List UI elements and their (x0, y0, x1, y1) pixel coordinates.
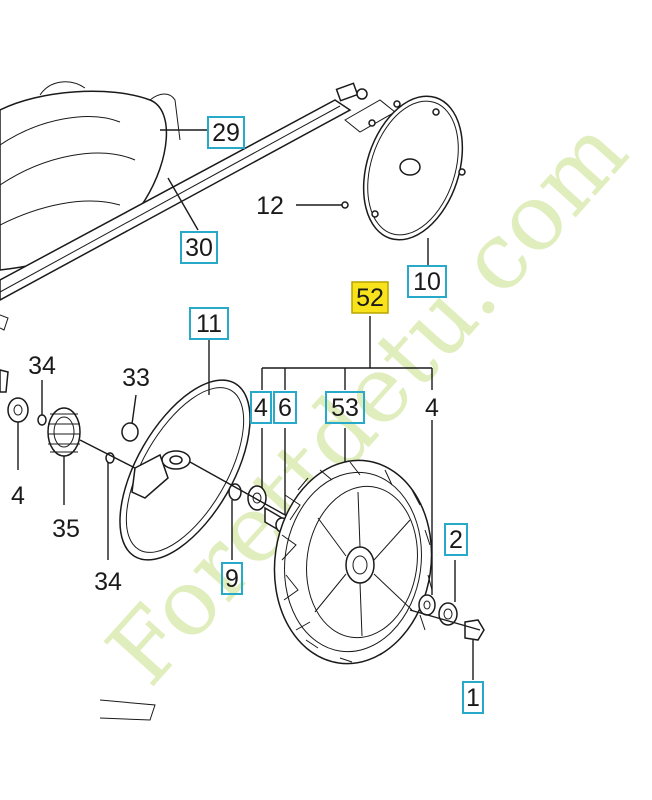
cover-plate (296, 95, 466, 265)
part-label-29: 29 (207, 116, 245, 149)
svg-text:52: 52 (356, 284, 384, 312)
svg-text:11: 11 (196, 310, 222, 338)
svg-text:9: 9 (225, 565, 239, 593)
part-label-52: 52 (351, 281, 389, 314)
svg-text:33: 33 (122, 364, 150, 392)
part-label-4-bottom-left: 4 (11, 482, 25, 510)
part-label-34-top: 34 (28, 352, 56, 380)
part-label-9: 9 (221, 562, 243, 595)
part-label-11: 11 (189, 307, 229, 340)
kit-52-bracket (261, 316, 433, 390)
svg-text:12: 12 (256, 192, 284, 220)
svg-text:34: 34 (94, 568, 122, 596)
part-label-4-left: 4 (250, 391, 272, 424)
part-label-35: 35 (52, 515, 80, 543)
part-label-34-bottom: 34 (94, 568, 122, 596)
part-label-53: 53 (325, 391, 365, 424)
part-label-6: 6 (273, 391, 297, 424)
part-label-1: 1 (462, 681, 484, 714)
svg-text:10: 10 (413, 268, 441, 296)
svg-text:2: 2 (449, 526, 463, 554)
svg-text:4: 4 (254, 394, 268, 422)
axle-hardware (409, 420, 485, 680)
svg-text:53: 53 (331, 394, 359, 422)
part-label-10: 10 (407, 265, 447, 298)
part-label-4-right: 4 (425, 394, 439, 422)
part-label-12: 12 (256, 192, 284, 220)
svg-text:29: 29 (212, 119, 240, 147)
part-label-33: 33 (122, 364, 150, 392)
svg-text:6: 6 (278, 394, 292, 422)
svg-text:4: 4 (425, 394, 439, 422)
wheel-cover (119, 340, 251, 561)
mower-deck (0, 81, 368, 721)
part-label-30: 30 (180, 231, 218, 264)
svg-text:35: 35 (52, 515, 80, 543)
rear-wheel (273, 459, 433, 665)
svg-text:34: 34 (28, 352, 56, 380)
svg-text:1: 1 (466, 684, 480, 712)
svg-text:30: 30 (185, 234, 213, 262)
left-small-parts (0, 369, 139, 560)
svg-text:4: 4 (11, 482, 25, 510)
part-label-2: 2 (444, 523, 468, 556)
